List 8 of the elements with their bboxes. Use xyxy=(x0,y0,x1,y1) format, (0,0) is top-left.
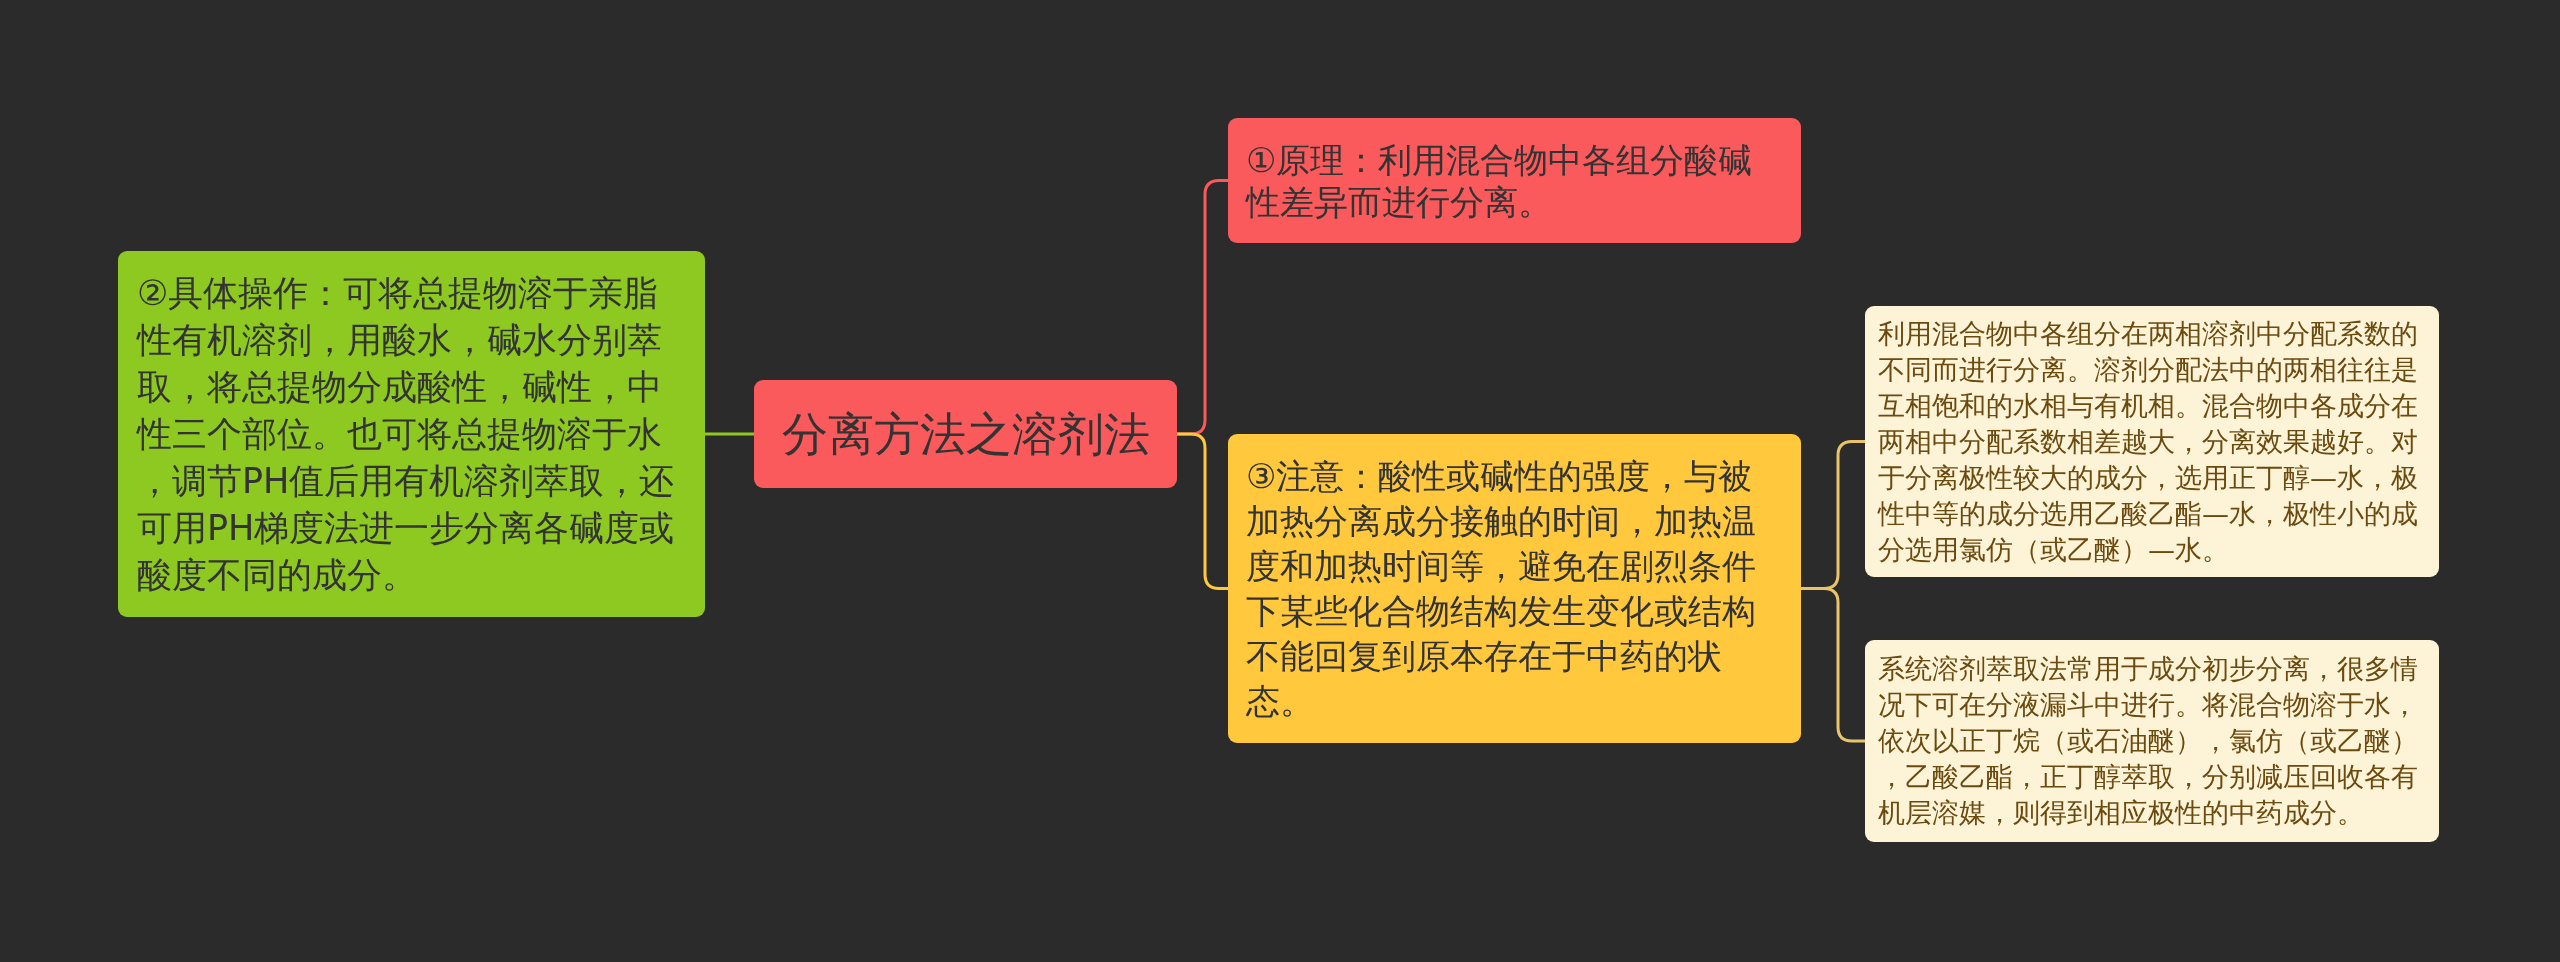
topic-box: ③注意：酸性或碱性的强度，与被加热分离成分接触的时间，加热温度和加热时间等，避免在剧烈条件下某些化合物结构发生变化或结构不能回复到原本存在于中药的状态。 xyxy=(1228,434,1801,743)
connector-line xyxy=(705,432,754,436)
note-box: 系统溶剂萃取法常用于成分初步分离，很多情况下可在分液漏斗中进行。将混合物溶于水，依次以正丁烷（或石油醚），氯仿（或乙醚），乙酸乙酯，正丁醇萃取，分别减压回收各有机层溶媒，则得到相应极性的中药成分。 xyxy=(1865,640,2439,842)
central-topic-box: 分离方法之溶剂法 xyxy=(754,380,1177,488)
note-box: 利用混合物中各组分在两相溶剂中分配系数的不同而进行分离。溶剂分配法中的两相往往是互相饱和的水相与有机相。混合物中各成分在两相中分配系数相差越大，分离效果越好。对于分离极性较大的成分，选用正丁醇—水，极性中等的成分选用乙酸乙酯—水，极性小的成分选用氯仿（或乙醚）—水。 xyxy=(1865,306,2439,577)
connector-line xyxy=(1177,432,1228,590)
topic-box: ②具体操作：可将总提物溶于亲脂性有机溶剂，用酸水，碱水分别萃取，将总提物分成酸性，碱性，中性三个部位。也可将总提物溶于水，调节PH值后用有机溶剂萃取，还可用PH梯度法进一步分离各碱度或酸度不同的成分。 xyxy=(118,251,705,617)
topic-box: ①原理：利用混合物中各组分酸碱性差异而进行分离。 xyxy=(1228,118,1801,243)
